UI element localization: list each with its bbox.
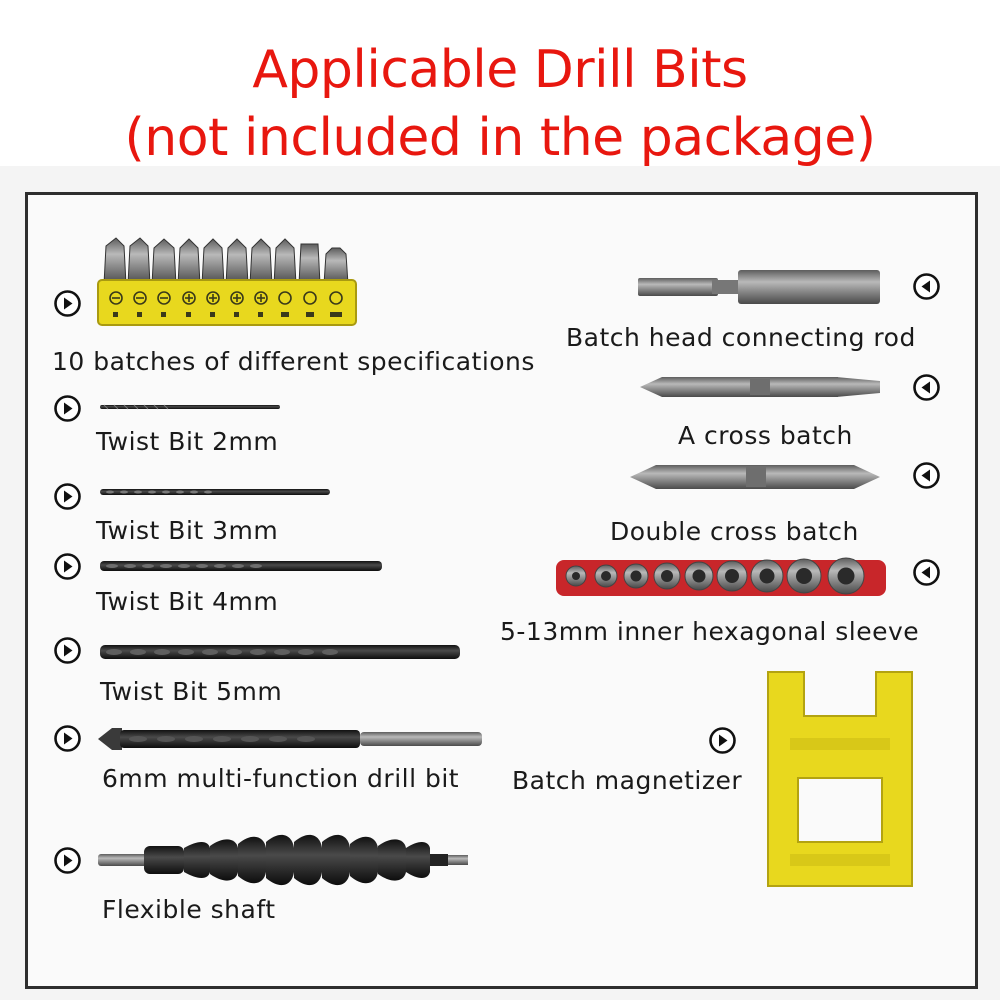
label-twist-5mm: Twist Bit 5mm	[100, 677, 283, 706]
arrow-left-icon	[913, 559, 940, 586]
cross-bit-image	[640, 377, 880, 397]
label-twist-2mm: Twist Bit 2mm	[96, 427, 279, 456]
label-connecting-rod: Batch head connecting rod	[566, 323, 916, 352]
label-double-cross: Double cross batch	[610, 517, 859, 546]
flexible-shaft-image	[98, 834, 468, 886]
label-hex-sleeve: 5-13mm inner hexagonal sleeve	[500, 617, 920, 646]
arrow-right-icon	[54, 725, 81, 752]
label-flexible-shaft: Flexible shaft	[102, 895, 276, 924]
label-twist-3mm: Twist Bit 3mm	[96, 516, 279, 545]
bit-set-image	[97, 237, 357, 326]
arrow-right-icon	[54, 395, 81, 422]
arrow-right-icon	[54, 637, 81, 664]
multi-function-bit-image	[98, 728, 482, 750]
twist-bit-2mm-image	[100, 404, 280, 410]
arrow-right-icon	[54, 290, 81, 317]
twist-bit-3mm-image	[100, 489, 330, 495]
arrow-left-icon	[913, 374, 940, 401]
title-line-1: Applicable Drill Bits	[252, 40, 748, 100]
label-twist-4mm: Twist Bit 4mm	[96, 587, 279, 616]
double-cross-bit-image	[630, 465, 880, 489]
magnetizer-image	[767, 671, 913, 887]
label-multi-6mm: 6mm multi-function drill bit	[102, 764, 460, 793]
label-10-bits: 10 batches of different specifications	[52, 347, 535, 376]
twist-bit-5mm-image	[100, 645, 460, 659]
label-magnetizer: Batch magnetizer	[512, 766, 743, 795]
arrow-right-icon	[709, 727, 736, 754]
arrow-right-icon	[54, 847, 81, 874]
label-cross-batch: A cross batch	[678, 421, 853, 450]
connecting-rod-image	[638, 270, 880, 304]
arrow-left-icon	[913, 462, 940, 489]
arrow-right-icon	[54, 483, 81, 510]
arrow-right-icon	[54, 553, 81, 580]
arrow-left-icon	[913, 273, 940, 300]
hex-sleeve-set-image	[556, 557, 886, 596]
twist-bit-4mm-image	[100, 561, 382, 571]
title-line-2: (not included in the package)	[124, 108, 876, 168]
